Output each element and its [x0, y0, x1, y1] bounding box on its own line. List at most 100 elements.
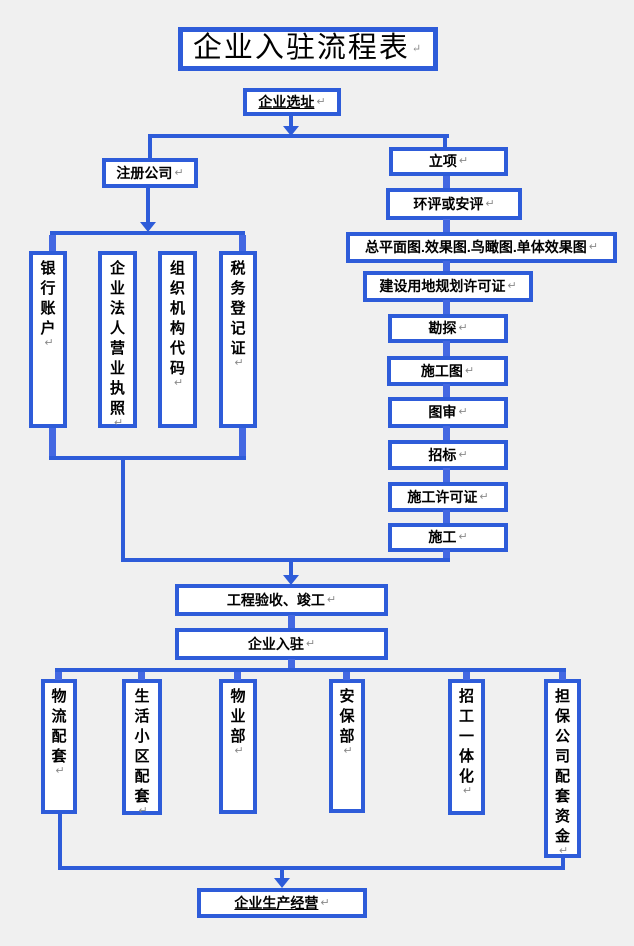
- node-business-license: 企业法人营业执照↵: [98, 251, 137, 429]
- node-logistics: 物流配套↵: [41, 679, 77, 814]
- node-label: 总平面图.效果图.鸟瞰图.单体效果图: [365, 239, 587, 256]
- node-exploration: 勘探↵: [388, 314, 508, 343]
- paragraph-mark: ↵: [234, 357, 244, 369]
- node-label: 企业生产经营: [234, 894, 319, 911]
- paragraph-mark: ↵: [458, 531, 468, 544]
- paragraph-mark: ↵: [462, 785, 473, 797]
- connector-stub-land-exploration: [443, 300, 450, 314]
- node-label: 建设用地规划许可证: [379, 278, 506, 295]
- node-drawings: 总平面图.效果图.鸟瞰图.单体效果图↵: [346, 232, 617, 263]
- arrow-down-icon: [283, 575, 299, 585]
- connector-stub-bank-top: [49, 235, 56, 251]
- paragraph-mark: ↵: [479, 490, 489, 503]
- node-drawing-review: 图审↵: [388, 397, 508, 428]
- connector-logistics-down: [58, 814, 62, 870]
- node-label: 图审: [428, 404, 457, 421]
- connector-stub-bidding-permit: [443, 468, 450, 482]
- node-register-company: 注册公司↵: [102, 158, 198, 188]
- connector-stub-acceptance-entry: [288, 615, 295, 628]
- paragraph-mark: ↵: [305, 637, 316, 650]
- connector-site-to-split: [289, 116, 293, 128]
- node-project-approval: 立项↵: [389, 147, 508, 176]
- node-tax-cert: 税务登记证↵: [219, 251, 257, 428]
- node-label: 担保公司配套资金: [554, 688, 570, 845]
- paragraph-mark: ↵: [343, 745, 353, 757]
- connector-stub-exploration-drawing: [443, 341, 450, 356]
- node-title: 企业入驻流程表↵: [178, 27, 438, 71]
- node-label: 安保部: [339, 688, 355, 745]
- connector-stub-logistics-top: [55, 672, 62, 680]
- node-label: 组织机构代码: [169, 260, 185, 377]
- connector-stub-entry-bottom: [288, 659, 295, 671]
- paragraph-mark: ↵: [234, 745, 244, 757]
- paragraph-mark: ↵: [458, 406, 468, 419]
- connector-stub-community-top: [138, 672, 145, 680]
- connector-stub-recruitment-top: [463, 672, 470, 680]
- node-label: 注册公司: [116, 164, 173, 181]
- node-construction: 施工↵: [388, 523, 508, 552]
- node-label: 企业选址: [258, 93, 315, 110]
- node-label: 税务登记证: [230, 260, 246, 357]
- paragraph-mark: ↵: [174, 166, 184, 179]
- connector-stub-drawing-review: [443, 384, 450, 397]
- connector-stub-drawings-land: [443, 261, 450, 271]
- connector-stub-construction-bottom: [443, 550, 450, 560]
- connector-stub-review-bidding: [443, 426, 450, 440]
- paragraph-mark: ↵: [464, 364, 475, 377]
- node-label: 勘探: [428, 320, 457, 337]
- connector-merge-horizontal: [121, 558, 450, 562]
- connector-stub-tax-top: [239, 235, 246, 251]
- connector-stub-env-drawings: [443, 219, 450, 232]
- connector-stub-tax-bottom: [239, 428, 246, 458]
- connector-stub-security-top: [343, 672, 350, 680]
- connector-stub-permit-construction: [443, 510, 450, 523]
- node-bidding: 招标↵: [388, 440, 508, 470]
- paragraph-mark: ↵: [316, 95, 326, 108]
- node-label: 施工图: [420, 362, 463, 379]
- node-recruitment: 招工一体化↵: [448, 679, 485, 815]
- node-label: 物流配套: [51, 688, 67, 765]
- arrow-down-icon: [283, 126, 299, 136]
- paragraph-mark: ↵: [458, 322, 468, 335]
- arrow-down-icon: [140, 222, 156, 232]
- paragraph-mark: ↵: [44, 337, 54, 349]
- connector-split-left-drop: [148, 134, 152, 158]
- connector-register-down: [146, 188, 150, 224]
- paragraph-mark: ↵: [588, 241, 598, 254]
- node-label: 施工: [428, 529, 457, 546]
- connector-guarantee-down: [561, 858, 565, 870]
- node-construction-permit: 施工许可证↵: [388, 482, 508, 512]
- paragraph-mark: ↵: [507, 280, 517, 293]
- paragraph-mark: ↵: [458, 448, 468, 461]
- connector-split-right-drop: [443, 134, 447, 147]
- paragraph-mark: ↵: [458, 155, 469, 168]
- paragraph-mark: ↵: [173, 377, 184, 389]
- connector-bottom-group-top: [55, 668, 566, 672]
- node-label: 施工许可证: [407, 488, 478, 505]
- node-label: 物业部: [230, 688, 246, 745]
- node-label: 生活小区配套: [134, 688, 150, 805]
- node-security-dept: 安保部↵: [329, 679, 365, 813]
- connector-stub-property-top: [234, 672, 241, 680]
- node-production: 企业生产经营↵: [197, 888, 367, 918]
- node-label: 环评或安评: [413, 195, 484, 212]
- node-community: 生活小区配套↵: [122, 679, 162, 817]
- paragraph-mark: ↵: [326, 593, 337, 606]
- node-label: 工程验收、竣工: [226, 591, 325, 608]
- node-label: 招工一体化: [458, 688, 474, 785]
- node-env-safety-review: 环评或安评↵: [386, 188, 522, 220]
- node-land-permit: 建设用地规划许可证↵: [363, 271, 533, 302]
- paragraph-mark: ↵: [138, 805, 148, 817]
- paragraph-mark: ↵: [55, 765, 65, 777]
- connector-merge-down: [289, 562, 293, 577]
- connector-group-top: [50, 231, 245, 235]
- node-enterprise-entry: 企业入驻↵: [175, 628, 388, 660]
- title-label: 企业入驻流程表: [192, 32, 410, 65]
- node-label: 企业入驻: [247, 635, 304, 652]
- paragraph-mark: ↵: [113, 417, 124, 429]
- connector-stub-guarantee-top: [559, 672, 566, 680]
- connector-left-merge-down: [121, 456, 125, 562]
- paragraph-mark: ↵: [320, 896, 330, 909]
- node-org-code: 组织机构代码↵: [158, 251, 197, 428]
